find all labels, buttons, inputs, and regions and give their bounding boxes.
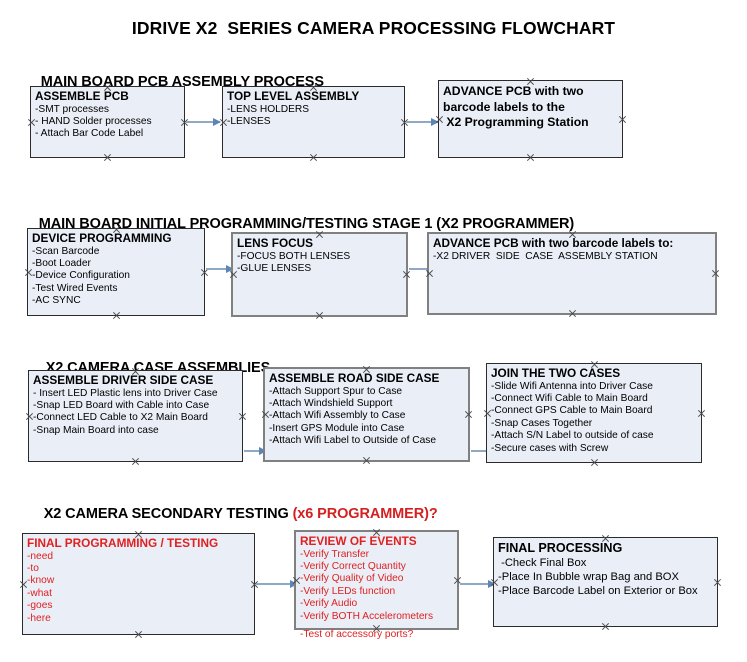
connection-handle-right[interactable] xyxy=(238,412,247,421)
box-line: -Attach Support Spur to Case xyxy=(269,385,403,397)
connector-arrow xyxy=(256,579,298,588)
section-heading-4: X2 CAMERA SECONDARY TESTING (x6 PROGRAMM… xyxy=(28,490,438,538)
process-box-final-processing[interactable]: FINAL PROCESSING -Check Final Box -Place… xyxy=(493,537,718,627)
box-line: -Test Wired Events xyxy=(32,282,118,294)
box-line: -Scan Barcode xyxy=(32,245,100,257)
box-line: -LENS HOLDERS xyxy=(227,103,310,115)
connection-handle-right[interactable] xyxy=(711,269,720,278)
box-line: -Slide Wifi Antenna into Driver Case xyxy=(491,380,653,392)
section-heading-4-text: X2 CAMERA SECONDARY TESTING xyxy=(43,506,293,522)
box-line: -Check Final Box xyxy=(498,557,587,569)
box-title: REVIEW OF EVENTS xyxy=(300,534,417,548)
connection-handle-bottom[interactable] xyxy=(112,311,121,320)
box-line: - Attach Bar Code Label xyxy=(35,128,144,140)
box-line: -Verify BOTH Accelerometers xyxy=(300,610,434,622)
connection-handle-left[interactable] xyxy=(425,269,434,278)
box-line: -to xyxy=(27,562,39,574)
connection-handle-bottom[interactable] xyxy=(362,456,371,465)
box-line: -need xyxy=(27,550,54,562)
box-line: -Verify Transfer xyxy=(300,548,370,560)
box-line: -Connect Wifi Cable to Main Board xyxy=(491,392,648,404)
box-title: ASSEMBLE PCB xyxy=(35,89,129,103)
box-line: -Boot Loader xyxy=(32,257,91,269)
process-box-assemble-pcb[interactable]: ASSEMBLE PCB -SMT processes - HAND Solde… xyxy=(30,86,185,158)
connection-handle-bottom[interactable] xyxy=(134,630,143,639)
box-line: -what xyxy=(27,587,52,599)
box-title: DEVICE PROGRAMMING xyxy=(32,231,172,245)
box-line: - Insert LED Plastic lens into Driver Ca… xyxy=(33,387,218,399)
box-line: X2 Programming Station xyxy=(443,115,589,129)
process-box-advance-pcb-station[interactable]: ADVANCE PCB with two barcode labels to t… xyxy=(438,80,623,158)
process-box-join-the-two-cases[interactable]: JOIN THE TWO CASES -Slide Wifi Antenna i… xyxy=(486,363,702,463)
box-line: -Insert GPS Module into Case xyxy=(269,422,405,434)
box-line: -GLUE LENSES xyxy=(237,262,312,274)
box-overflow-line: -Test of accessory ports? xyxy=(300,628,414,640)
box-line: -LENSES xyxy=(227,115,271,127)
box-title: ASSEMBLE DRIVER SIDE CASE xyxy=(33,373,214,387)
box-title: LENS FOCUS xyxy=(237,236,314,250)
process-box-assemble-driver-side-case[interactable]: ASSEMBLE DRIVER SIDE CASE - Insert LED P… xyxy=(28,370,243,462)
section-heading-4-red-text: (x6 PROGRAMMER)? xyxy=(292,506,438,522)
box-line: barcode labels to the xyxy=(443,99,565,114)
process-box-review-of-events[interactable]: REVIEW OF EVENTS -Verify Transfer -Verif… xyxy=(294,530,459,640)
box-line: -SMT processes xyxy=(35,103,109,115)
process-box-lens-focus[interactable]: LENS FOCUS -FOCUS BOTH LENSES -GLUE LENS… xyxy=(231,232,408,317)
connection-handle-bottom[interactable] xyxy=(309,153,318,162)
box-line: -Attach Wifi Assembly to Case xyxy=(269,410,406,422)
box-line: -Snap LED Board with Cable into Case xyxy=(33,399,210,411)
box-line: -FOCUS BOTH LENSES xyxy=(237,250,351,262)
box-line: -X2 DRIVER SIDE CASE ASSEMBLY STATION xyxy=(433,250,658,262)
connector-arrow xyxy=(406,117,439,126)
connection-handle-right[interactable] xyxy=(464,410,473,419)
box-title: ADVANCE PCB with two barcode labels to: xyxy=(433,236,674,250)
page-title: IDRIVE X2 SERIES CAMERA PROCESSING FLOWC… xyxy=(131,18,616,38)
box-line: -Snap Cases Together xyxy=(491,417,593,429)
connection-handle-right[interactable] xyxy=(402,270,411,279)
connector-arrow xyxy=(186,117,221,126)
process-box-device-programming[interactable]: DEVICE PROGRAMMING -Scan Barcode -Boot L… xyxy=(27,228,205,316)
box-line: -Secure cases with Screw xyxy=(491,442,609,454)
box-line: -Device Configuration xyxy=(32,270,130,282)
connection-handle-bottom[interactable] xyxy=(526,153,535,162)
box-line: -Verify Quality of Video xyxy=(300,573,404,585)
box-title: FINAL PROCESSING xyxy=(498,541,623,555)
box-line: -Place Barcode Label on Exterior or Box xyxy=(498,585,698,597)
connection-handle-right[interactable] xyxy=(713,578,722,587)
connection-handle-bottom[interactable] xyxy=(568,309,577,318)
connection-handle-bottom[interactable] xyxy=(315,311,324,320)
connection-handle-right[interactable] xyxy=(618,115,627,124)
box-line: -Verify Correct Quantity xyxy=(300,560,406,572)
connection-handle-bottom[interactable] xyxy=(590,458,599,467)
box-line: -Verify Audio xyxy=(300,598,358,610)
connector-arrow xyxy=(206,264,234,273)
box-line: -Attach Wifi Label to Outside of Case xyxy=(269,435,437,447)
box-line: -Place In Bubble wrap Bag and BOX xyxy=(498,571,679,583)
box-title: JOIN THE TWO CASES xyxy=(491,366,621,380)
connector-arrow xyxy=(460,579,496,588)
box-line: -Snap Main Board into case xyxy=(33,424,159,436)
box-line: -AC SYNC xyxy=(32,295,81,307)
process-box-top-level-assembly[interactable]: TOP LEVEL ASSEMBLY -LENS HOLDERS -LENSES xyxy=(222,86,405,158)
box-title: FINAL PROGRAMMING / TESTING xyxy=(27,536,219,550)
process-box-advance-pcb-driver-side[interactable]: ADVANCE PCB with two barcode labels to: … xyxy=(427,232,717,315)
process-box-assemble-road-side-case[interactable]: ASSEMBLE ROAD SIDE CASE -Attach Support … xyxy=(263,367,470,462)
box-line: -goes xyxy=(27,600,53,612)
box-line: - HAND Solder processes xyxy=(35,115,152,127)
connection-handle-bottom[interactable] xyxy=(103,153,112,162)
box-line: -Connect GPS Cable to Main Board xyxy=(491,405,653,417)
connection-handle-bottom[interactable] xyxy=(131,457,140,466)
box-line: -Verify LEDs function xyxy=(300,585,396,597)
process-box-final-programming-testing[interactable]: FINAL PROGRAMMING / TESTING -need -to -k… xyxy=(22,533,255,635)
box-title: TOP LEVEL ASSEMBLY xyxy=(227,89,360,103)
box-line: -know xyxy=(27,575,55,587)
connection-handle-right[interactable] xyxy=(697,409,706,418)
box-line: -Connect LED Cable to X2 Main Board xyxy=(33,412,208,424)
box-line: -Attach S/N Label to outside of case xyxy=(491,430,654,442)
box-line: -here xyxy=(27,612,51,624)
box-title: ADVANCE PCB with two xyxy=(443,84,584,98)
box-line: -Attach Windshield Support xyxy=(269,397,393,409)
connection-handle-bottom[interactable] xyxy=(601,622,610,631)
box-title: ASSEMBLE ROAD SIDE CASE xyxy=(269,371,440,385)
